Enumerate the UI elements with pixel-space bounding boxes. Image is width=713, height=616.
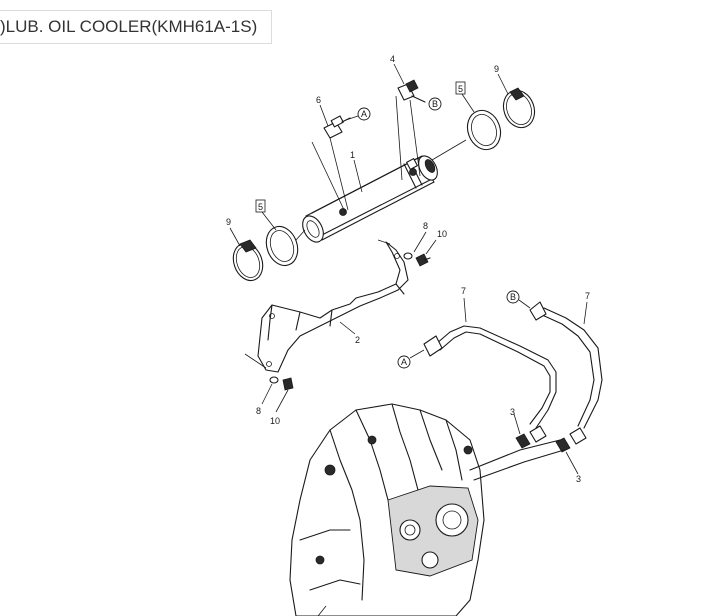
washer-bolt-upper (403, 231, 437, 267)
title-box: )LUB. OIL COOLER(KMH61A-1S) (0, 10, 272, 44)
elbow-fitting-part-6 (311, 107, 371, 213)
callout-3-right: 3 (576, 474, 581, 484)
connector-a-top: A (361, 109, 367, 119)
callout-3-left: 3 (510, 407, 515, 417)
connector-labels: A B A B (361, 99, 516, 367)
callout-labels: 1 2 3 3 4 5 5 6 7 7 8 8 9 9 10 10 (226, 54, 590, 484)
callout-10-upper: 10 (437, 229, 447, 239)
oil-pipe-part-7-right (506, 290, 603, 429)
connector-a-bottom: A (401, 357, 407, 367)
oil-cooler-body (302, 155, 438, 243)
callout-box-5-left (255, 199, 266, 213)
connector-b-bottom: B (510, 292, 516, 302)
callout-10-lower: 10 (270, 416, 280, 426)
callout-5-top: 5 (458, 84, 463, 94)
callout-5-left: 5 (258, 202, 263, 212)
fitting-part-3-right (555, 427, 587, 475)
elbow-fitting-part-4 (395, 79, 442, 181)
connector-b-top: B (432, 99, 438, 109)
hose-clamp-part-9-top (502, 87, 536, 129)
callout-1: 1 (350, 150, 355, 160)
callout-6: 6 (316, 95, 321, 105)
bracket-part-2 (244, 239, 409, 373)
fitting-part-3-left (513, 413, 547, 449)
callout-8-lower: 8 (256, 406, 261, 416)
washer-bolt-lower (261, 376, 294, 413)
transmission-housing (289, 403, 565, 616)
callout-box-5-top (455, 81, 466, 95)
callout-7-right: 7 (585, 291, 590, 301)
hose-clamp-part-9-left (232, 239, 264, 282)
diagram-title: )LUB. OIL COOLER(KMH61A-1S) (0, 17, 258, 36)
callout-4: 4 (390, 54, 395, 64)
oil-pipe-part-7-left (397, 297, 557, 429)
callout-8-upper: 8 (423, 221, 428, 231)
hose-sleeve-part-5-top (431, 109, 502, 161)
callout-9-left: 9 (226, 217, 231, 227)
hose-sleeve-part-5-left (265, 225, 306, 267)
callout-7-left: 7 (461, 286, 466, 296)
callout-9-top: 9 (494, 64, 499, 74)
callout-2: 2 (355, 335, 360, 345)
